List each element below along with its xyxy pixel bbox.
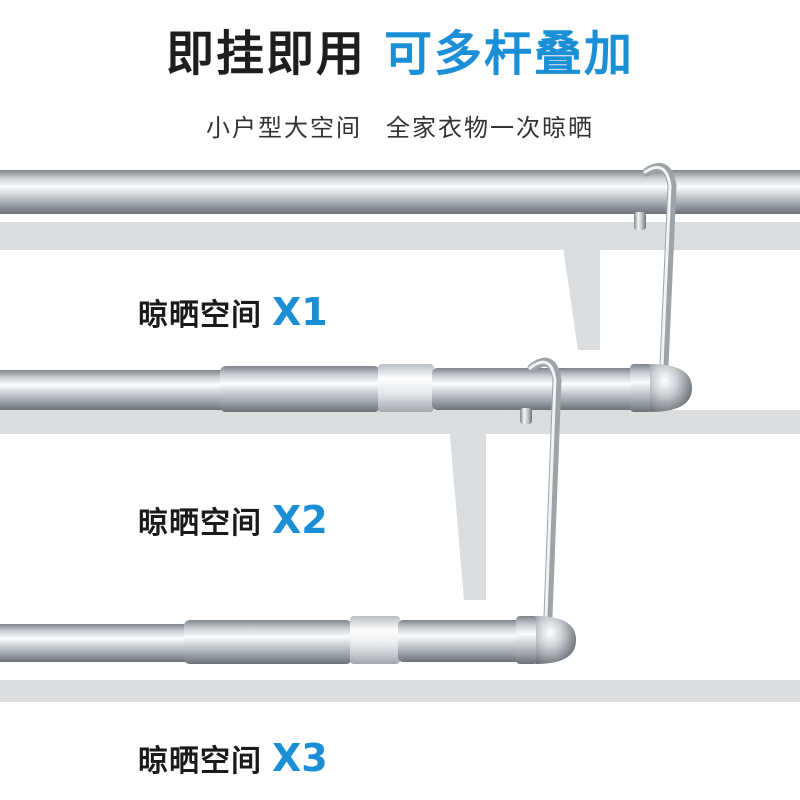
space-multiplier: X3	[272, 736, 328, 780]
space-multiplier: X1	[272, 290, 328, 334]
subheadline-part2: 全家衣物一次晾晒	[386, 114, 594, 142]
space-label-text: 晾晒空间	[138, 506, 262, 541]
space-multiplier: X2	[272, 498, 328, 542]
space-label-text: 晾晒空间	[138, 298, 262, 333]
headline-dark: 即挂即用	[165, 26, 366, 82]
space-label-3: 晾晒空间 X3	[138, 736, 328, 780]
rod-1	[0, 170, 800, 230]
rod-3	[0, 616, 576, 664]
space-label-2: 晾晒空间 X2	[138, 498, 328, 542]
rod-2	[0, 364, 692, 424]
hook-2	[527, 357, 562, 621]
headline-blue: 可多杆叠加	[384, 26, 635, 82]
space-label-text: 晾晒空间	[138, 744, 262, 779]
subheadline: 小户型大空间全家衣物一次晾晒	[0, 108, 800, 143]
hook-1	[642, 162, 677, 371]
headline: 即挂即用可多杆叠加	[0, 14, 800, 84]
subheadline-part1: 小户型大空间	[206, 114, 362, 142]
space-label-1: 晾晒空间 X1	[138, 290, 328, 334]
